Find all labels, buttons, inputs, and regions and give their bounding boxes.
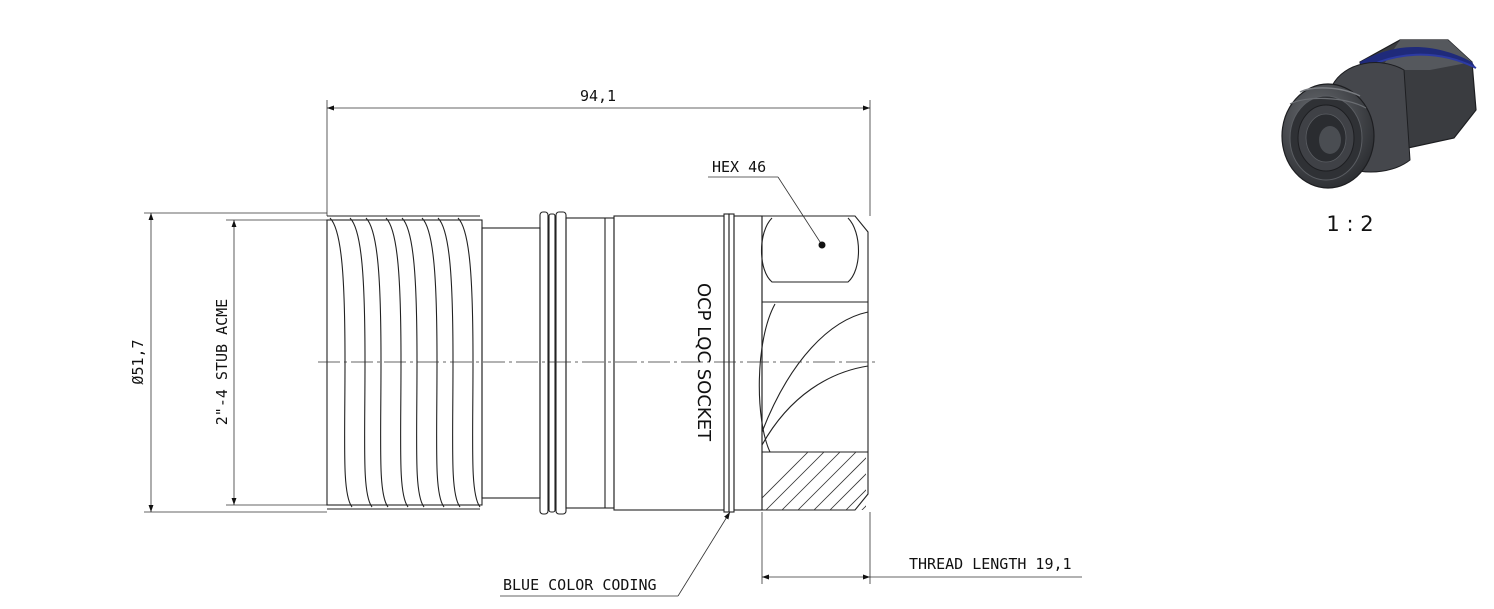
thread-spec-dimension: 2"-4 STUB ACME	[213, 219, 327, 506]
section-hatch	[762, 452, 866, 510]
part-marking: OCP LQC SOCKET	[693, 283, 714, 442]
diameter-label: Ø51,7	[129, 339, 147, 384]
socket-body	[318, 211, 878, 515]
thread-length-label: THREAD LENGTH 19,1	[909, 555, 1072, 573]
color-coding-callout: BLUE COLOR CODING	[500, 511, 731, 597]
overall-length-label: 94,1	[580, 87, 616, 105]
thread-length-dimension: THREAD LENGTH 19,1	[761, 512, 1082, 584]
diameter-dimension: Ø51,7	[129, 212, 327, 513]
overall-length-dimension: 94,1	[326, 87, 871, 216]
hex-label: HEX 46	[712, 158, 766, 176]
hex-callout: HEX 46	[708, 158, 826, 249]
color-coding-label: BLUE COLOR CODING	[503, 576, 657, 594]
isometric-view	[1281, 39, 1477, 189]
thread-spec-label: 2"-4 STUB ACME	[213, 299, 231, 425]
scale-label: 1 : 2	[1326, 212, 1373, 236]
